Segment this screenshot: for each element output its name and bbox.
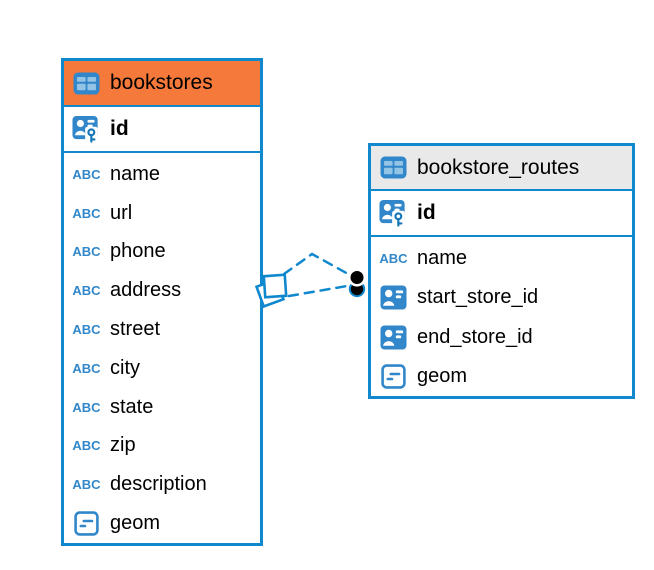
- column-bookstores-name[interactable]: ABC name: [64, 155, 260, 194]
- table-bookstore-routes[interactable]: bookstore_routes id ABC: [368, 143, 635, 399]
- column-name: start_store_id: [417, 286, 539, 309]
- text-abc-icon: ABC: [379, 251, 408, 267]
- column-bookstores-url[interactable]: ABC url: [64, 194, 260, 233]
- text-abc-icon: ABC: [72, 477, 101, 493]
- geometry-icon: [72, 511, 101, 536]
- column-bookstores-address[interactable]: ABC address: [64, 271, 260, 310]
- table-icon: [379, 156, 408, 179]
- relationship-endpoint-dot-back[interactable]: [348, 280, 366, 298]
- relationship-line-lower[interactable]: [287, 284, 349, 298]
- text-abc-icon: ABC: [72, 166, 101, 182]
- column-name: state: [110, 395, 154, 418]
- text-abc-icon: ABC: [72, 360, 101, 376]
- fk-user-icon: [379, 325, 408, 350]
- column-name: description: [110, 473, 207, 496]
- table-bookstores[interactable]: bookstores id ABC: [61, 58, 263, 546]
- table-title: bookstores: [110, 71, 213, 94]
- column-list-bookstores: ABC name ABC url ABC phone ABC address A…: [64, 153, 260, 543]
- text-abc-icon: ABC: [72, 399, 101, 415]
- column-name: end_store_id: [417, 325, 533, 348]
- column-bookstores-description[interactable]: ABC description: [64, 465, 260, 504]
- column-name: name: [417, 247, 468, 270]
- column-bookstores-state[interactable]: ABC state: [64, 388, 260, 427]
- table-header-bookstores[interactable]: bookstores: [64, 61, 260, 107]
- fk-user-icon: [379, 285, 408, 310]
- table-header-bookstore-routes[interactable]: bookstore_routes: [371, 146, 632, 191]
- text-abc-icon: ABC: [72, 205, 101, 221]
- pk-user-key-icon: [379, 198, 408, 229]
- column-routes-name[interactable]: ABC name: [371, 239, 632, 278]
- column-name: geom: [417, 364, 468, 387]
- column-name: phone: [110, 240, 166, 263]
- relationship-bookstores-to-routes[interactable]: [254, 252, 367, 309]
- column-name: id: [417, 201, 436, 224]
- column-name: street: [110, 318, 161, 341]
- column-bookstores-id[interactable]: id: [64, 107, 260, 153]
- column-name: id: [110, 117, 129, 140]
- column-bookstores-zip[interactable]: ABC zip: [64, 427, 260, 466]
- pk-user-key-icon: [72, 114, 101, 145]
- column-bookstores-street[interactable]: ABC street: [64, 310, 260, 349]
- column-name: geom: [110, 512, 161, 535]
- column-routes-id[interactable]: id: [371, 191, 632, 237]
- column-name: zip: [110, 434, 136, 457]
- column-routes-end-store-id[interactable]: end_store_id: [371, 318, 632, 357]
- relationship-line-upper[interactable]: [282, 252, 352, 277]
- column-name: name: [110, 162, 161, 185]
- geometry-icon: [379, 364, 408, 389]
- column-bookstores-phone[interactable]: ABC phone: [64, 233, 260, 272]
- text-abc-icon: ABC: [72, 283, 101, 299]
- table-icon: [72, 72, 101, 95]
- column-bookstores-city[interactable]: ABC city: [64, 349, 260, 388]
- text-abc-icon: ABC: [72, 322, 101, 338]
- text-abc-icon: ABC: [72, 244, 101, 260]
- column-name: url: [110, 201, 133, 224]
- text-abc-icon: ABC: [72, 438, 101, 454]
- column-routes-geom[interactable]: geom: [371, 357, 632, 396]
- column-list-routes: ABC name start_store_id: [371, 237, 632, 396]
- column-bookstores-geom[interactable]: geom: [64, 504, 260, 543]
- column-name: city: [110, 356, 140, 379]
- column-name: address: [110, 279, 182, 302]
- relationship-endpoint-dot-front[interactable]: [347, 268, 367, 287]
- column-routes-start-store-id[interactable]: start_store_id: [371, 278, 632, 317]
- table-title: bookstore_routes: [417, 155, 580, 179]
